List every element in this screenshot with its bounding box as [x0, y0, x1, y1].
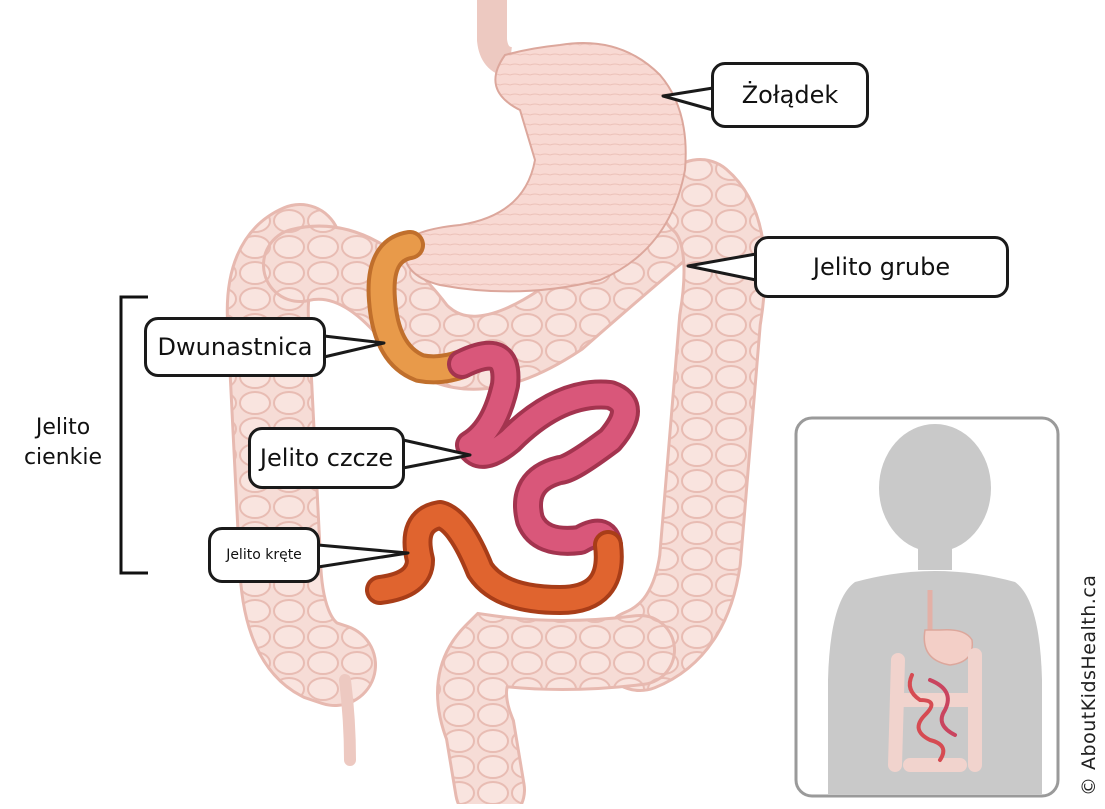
small-intestine-label: Jelito cienkie — [18, 413, 108, 473]
duodenum-label: Dwunastnica — [144, 317, 326, 377]
copyright-text: © AboutKidsHealth.ca — [1078, 575, 1100, 796]
large-intestine-label: Jelito grube — [754, 236, 1009, 298]
stomach-label: Żołądek — [711, 62, 869, 128]
small-intestine-label-line1: Jelito — [18, 413, 108, 443]
small-intestine-label-line2: cienkie — [18, 443, 108, 473]
inset-panel — [796, 418, 1058, 796]
stomach — [404, 0, 685, 291]
ileum-label: Jelito kręte — [208, 527, 320, 583]
jejunum-label: Jelito czcze — [248, 427, 405, 489]
